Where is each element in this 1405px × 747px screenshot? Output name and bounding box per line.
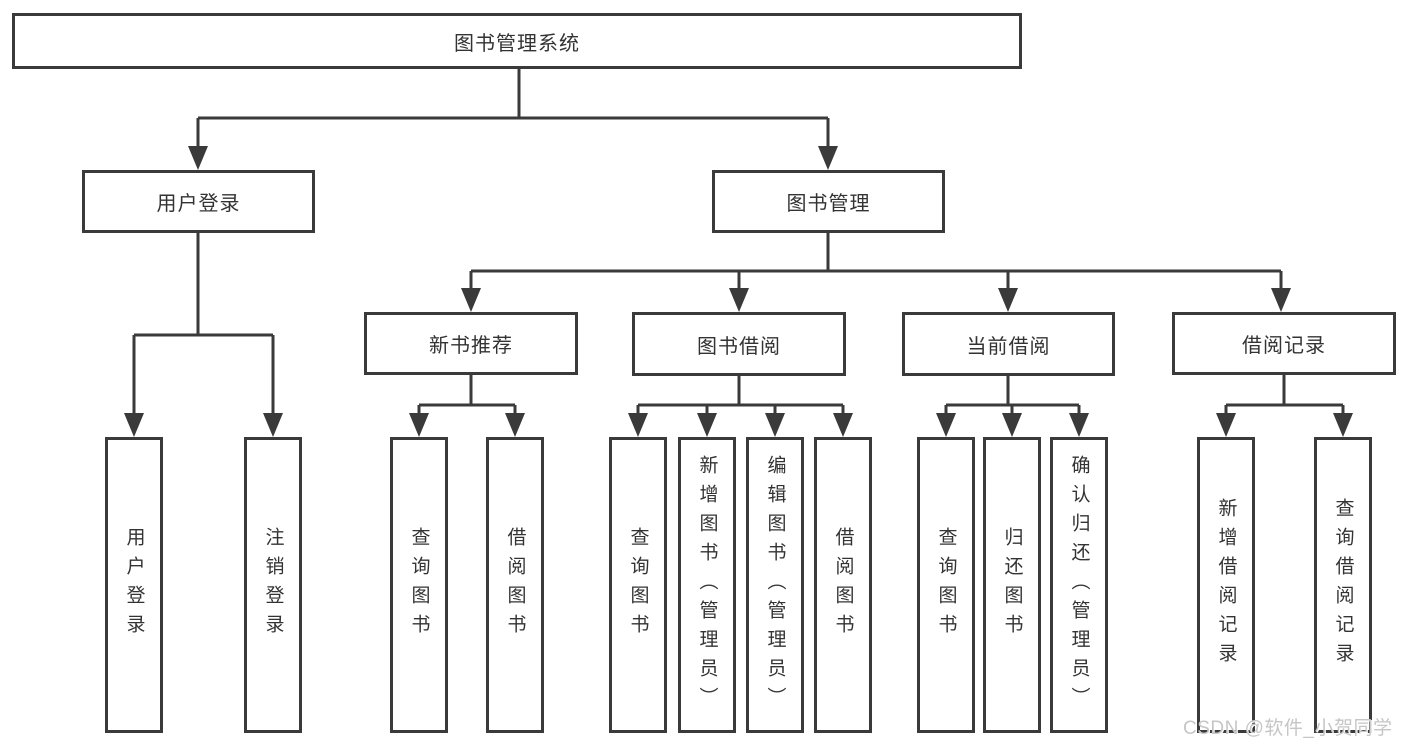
leaf-label: 新增借阅记录 bbox=[1215, 498, 1237, 672]
node-book-management: 图书管理 bbox=[712, 170, 945, 233]
node-borrow-records: 借阅记录 bbox=[1172, 312, 1396, 375]
leaf-add-book-admin: 新增图书（管理员） bbox=[678, 437, 736, 733]
leaf-label: 编辑图书（管理员） bbox=[764, 454, 786, 716]
node-label: 图书管理系统 bbox=[454, 32, 580, 55]
node-root-system: 图书管理系统 bbox=[12, 13, 1022, 69]
leaf-label: 新增图书（管理员） bbox=[696, 454, 718, 716]
leaf-borrow-query-book: 查询图书 bbox=[609, 437, 667, 733]
node-label: 用户登录 bbox=[156, 193, 241, 215]
leaf-label: 查询图书 bbox=[627, 527, 649, 643]
node-label: 借阅记录 bbox=[1242, 335, 1326, 357]
leaf-label: 注销登录 bbox=[262, 527, 284, 643]
csdn-watermark: CSDN @软件_小贺同学 bbox=[1183, 718, 1393, 739]
node-current-borrow: 当前借阅 bbox=[902, 312, 1115, 376]
leaf-label: 查询图书 bbox=[408, 527, 430, 643]
leaf-confirm-return-admin: 确认归还（管理员） bbox=[1050, 437, 1108, 733]
node-label: 图书借阅 bbox=[697, 335, 781, 358]
leaf-label: 确认归还（管理员） bbox=[1068, 454, 1090, 716]
node-book-borrow: 图书借阅 bbox=[632, 312, 846, 376]
node-user-login: 用户登录 bbox=[82, 170, 315, 233]
node-label: 图书管理 bbox=[786, 193, 871, 215]
leaf-label: 借阅图书 bbox=[832, 527, 854, 643]
leaf-borrow-book: 借阅图书 bbox=[814, 437, 872, 733]
leaf-recommend-borrow-book: 借阅图书 bbox=[486, 437, 544, 733]
leaf-label: 查询借阅记录 bbox=[1332, 498, 1354, 672]
leaf-current-query-book: 查询图书 bbox=[917, 437, 975, 733]
leaf-add-borrow-record: 新增借阅记录 bbox=[1197, 437, 1255, 733]
leaf-logout: 注销登录 bbox=[244, 437, 302, 733]
leaf-label: 归还图书 bbox=[1001, 527, 1023, 643]
leaf-edit-book-admin: 编辑图书（管理员） bbox=[746, 437, 804, 733]
node-new-book-recommend: 新书推荐 bbox=[364, 312, 578, 375]
node-label: 新书推荐 bbox=[429, 335, 513, 357]
leaf-label: 查询图书 bbox=[935, 527, 957, 643]
leaf-user-login: 用户登录 bbox=[105, 437, 163, 733]
node-label: 当前借阅 bbox=[966, 335, 1051, 358]
leaf-label: 用户登录 bbox=[123, 527, 145, 643]
leaf-recommend-query-book: 查询图书 bbox=[390, 437, 448, 733]
leaf-label: 借阅图书 bbox=[504, 527, 526, 643]
leaf-return-book: 归还图书 bbox=[983, 437, 1041, 733]
leaf-query-borrow-record: 查询借阅记录 bbox=[1314, 437, 1372, 733]
